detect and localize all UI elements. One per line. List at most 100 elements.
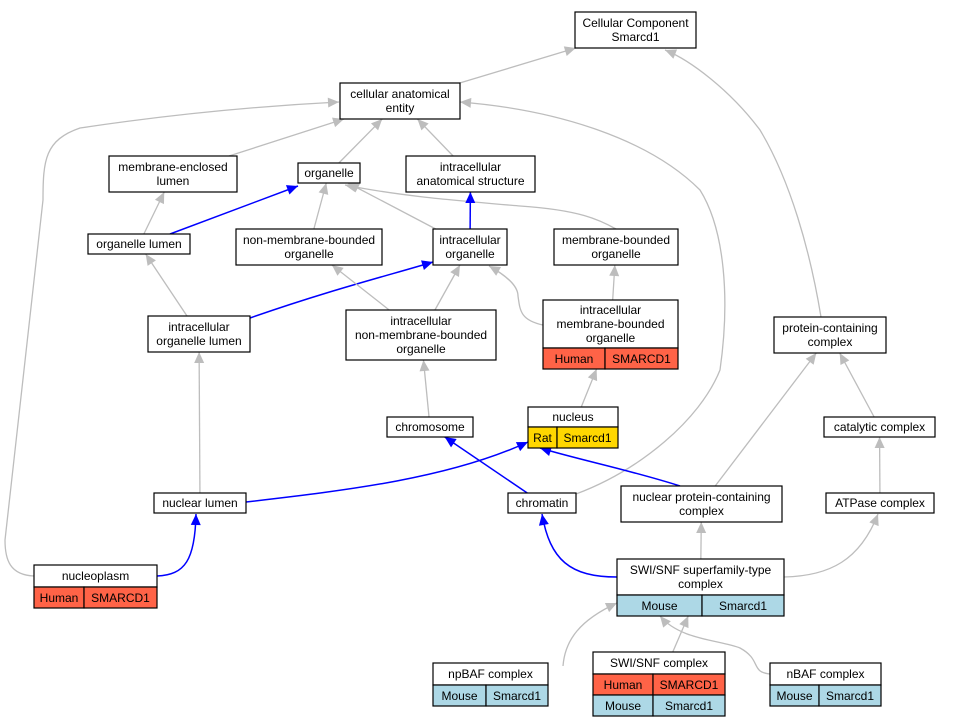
edge-imbo-to-io: [488, 265, 544, 326]
node-swisnfsf-label-line: SWI/SNF superfamily-type: [630, 563, 772, 577]
node-nlum[interactable]: nuclear lumen: [153, 492, 247, 514]
edge-mel-to-cae-arrowhead: [332, 117, 345, 128]
node-nbaf-gene-cell: [818, 684, 882, 707]
edge-mbo-to-org-arrowhead: [345, 182, 357, 193]
edge-chromatin-to-chrom: [444, 436, 528, 494]
node-catc-box: [823, 416, 936, 438]
node-swisnfsf-box: [616, 558, 785, 596]
node-catc[interactable]: catalytic complex: [823, 416, 936, 438]
node-nucp-gene-cell: [83, 586, 158, 609]
edge-mel-to-cae: [228, 118, 345, 157]
edge-nucp-to-nlum-arrowhead: [190, 514, 201, 526]
node-inmbo[interactable]: intracellularnon-membrane-boundedorganel…: [345, 309, 497, 361]
node-npbaf-gene-cell: [485, 684, 549, 707]
node-atpc-label-line: ATPase complex: [835, 496, 925, 510]
node-chrom[interactable]: chromosome: [386, 416, 474, 438]
node-catc-label-line: catalytic complex: [834, 420, 925, 434]
node-nuc-gene-cell: [556, 426, 619, 449]
node-nucp-label-line: nucleoplasm: [62, 569, 129, 583]
edge-npcc-to-nuc: [539, 447, 681, 487]
edge-inmbo-to-io-arrowhead: [450, 265, 460, 278]
edge-orgl-to-org-arrowhead: [285, 185, 298, 195]
node-nuc-label-line: nucleus: [552, 410, 593, 424]
node-inmbo-label-line: intracellular: [390, 314, 451, 328]
node-nlum-box: [153, 492, 247, 514]
node-imbo-species-name: Human: [555, 352, 594, 366]
node-chromatin[interactable]: chromatin: [507, 492, 577, 514]
node-pcc-label-line: protein-containing: [782, 321, 877, 335]
node-npcc-box: [620, 485, 783, 523]
edge-npbaf-to-swisnfsf: [562, 602, 618, 667]
node-inmbo-box: [345, 309, 497, 361]
edge-nlum-to-iol: [198, 351, 201, 494]
edge-atpc-to-catc-arrowhead: [874, 437, 885, 449]
edge-nucp-to-nlum: [156, 513, 197, 577]
edge-orgl-to-mel-arrowhead: [154, 192, 165, 205]
node-npcc-label-line: complex: [679, 504, 724, 518]
edge-nmbo-to-org-arrowhead: [318, 183, 329, 195]
node-orgl-label-line: organelle lumen: [96, 237, 181, 251]
node-chrom-box: [386, 416, 474, 438]
node-atpc[interactable]: ATPase complex: [825, 492, 935, 514]
edge-chromatin-to-cae-arrowhead: [460, 97, 472, 108]
node-nucp-gene-name: SMARCD1: [91, 591, 150, 605]
node-swisnfsf-gene-cell: [701, 594, 785, 617]
edge-cae-to-cc-arrowhead: [563, 46, 576, 56]
node-swisnf-species-name: Human: [604, 678, 643, 692]
edge-swisnf-to-swisnfsf-arrowhead: [679, 616, 689, 629]
node-orgl[interactable]: organelle lumen: [87, 233, 191, 255]
edge-org-to-cae-arrowhead: [370, 119, 383, 131]
node-org-label-line: organelle: [304, 166, 354, 180]
node-cae-label-line: cellular anatomical: [350, 87, 449, 101]
node-chromatin-box: [507, 492, 577, 514]
node-swisnfsf-gene-name: Smarcd1: [719, 599, 767, 613]
edge-inmbo-to-nmbo: [331, 264, 390, 311]
node-iol-box: [147, 315, 251, 353]
node-imbo-label-line: membrane-bounded: [556, 317, 664, 331]
edge-npcc-to-nuc-arrowhead: [540, 446, 552, 456]
node-swisnf-label-line: SWI/SNF complex: [610, 656, 708, 670]
node-org-box: [297, 162, 361, 184]
edge-catc-to-pcc: [839, 352, 875, 418]
edge-nuc-to-imbo-arrowhead: [587, 369, 598, 382]
edge-cae-to-cc: [459, 47, 576, 84]
node-ias-label-line: intracellular: [440, 160, 501, 174]
edge-chromatin-to-cae: [459, 101, 726, 495]
node-mbo-label-line: organelle: [591, 247, 641, 261]
edge-io-to-org: [347, 182, 437, 230]
edge-iol-to-orgl: [145, 253, 188, 317]
node-ias-box: [405, 155, 536, 193]
edge-iol-to-io-arrowhead: [421, 260, 433, 270]
node-nucp-species-name: Human: [40, 591, 79, 605]
node-imbo-gene-cell: [604, 347, 679, 370]
node-mel-label-line: membrane-enclosed: [118, 160, 227, 174]
edge-npcc-to-pcc: [714, 352, 817, 487]
node-imbo[interactable]: intracellularmembrane-boundedorganelleHu…: [542, 299, 679, 370]
edge-pcc-to-cc-arrowhead: [665, 49, 678, 59]
edge-swisnfsf-to-atpc: [783, 513, 879, 578]
edge-nbaf-to-swisnfsf: [659, 615, 771, 675]
node-mel-label-line: lumen: [157, 174, 190, 188]
node-org[interactable]: organelle: [297, 162, 361, 184]
node-swisnf-gene-cell: [652, 694, 726, 717]
node-ias-label-line: anatomical structure: [416, 174, 524, 188]
edge-imbo-to-mbo-arrowhead: [609, 265, 620, 277]
node-io-label-line: organelle: [445, 247, 495, 261]
